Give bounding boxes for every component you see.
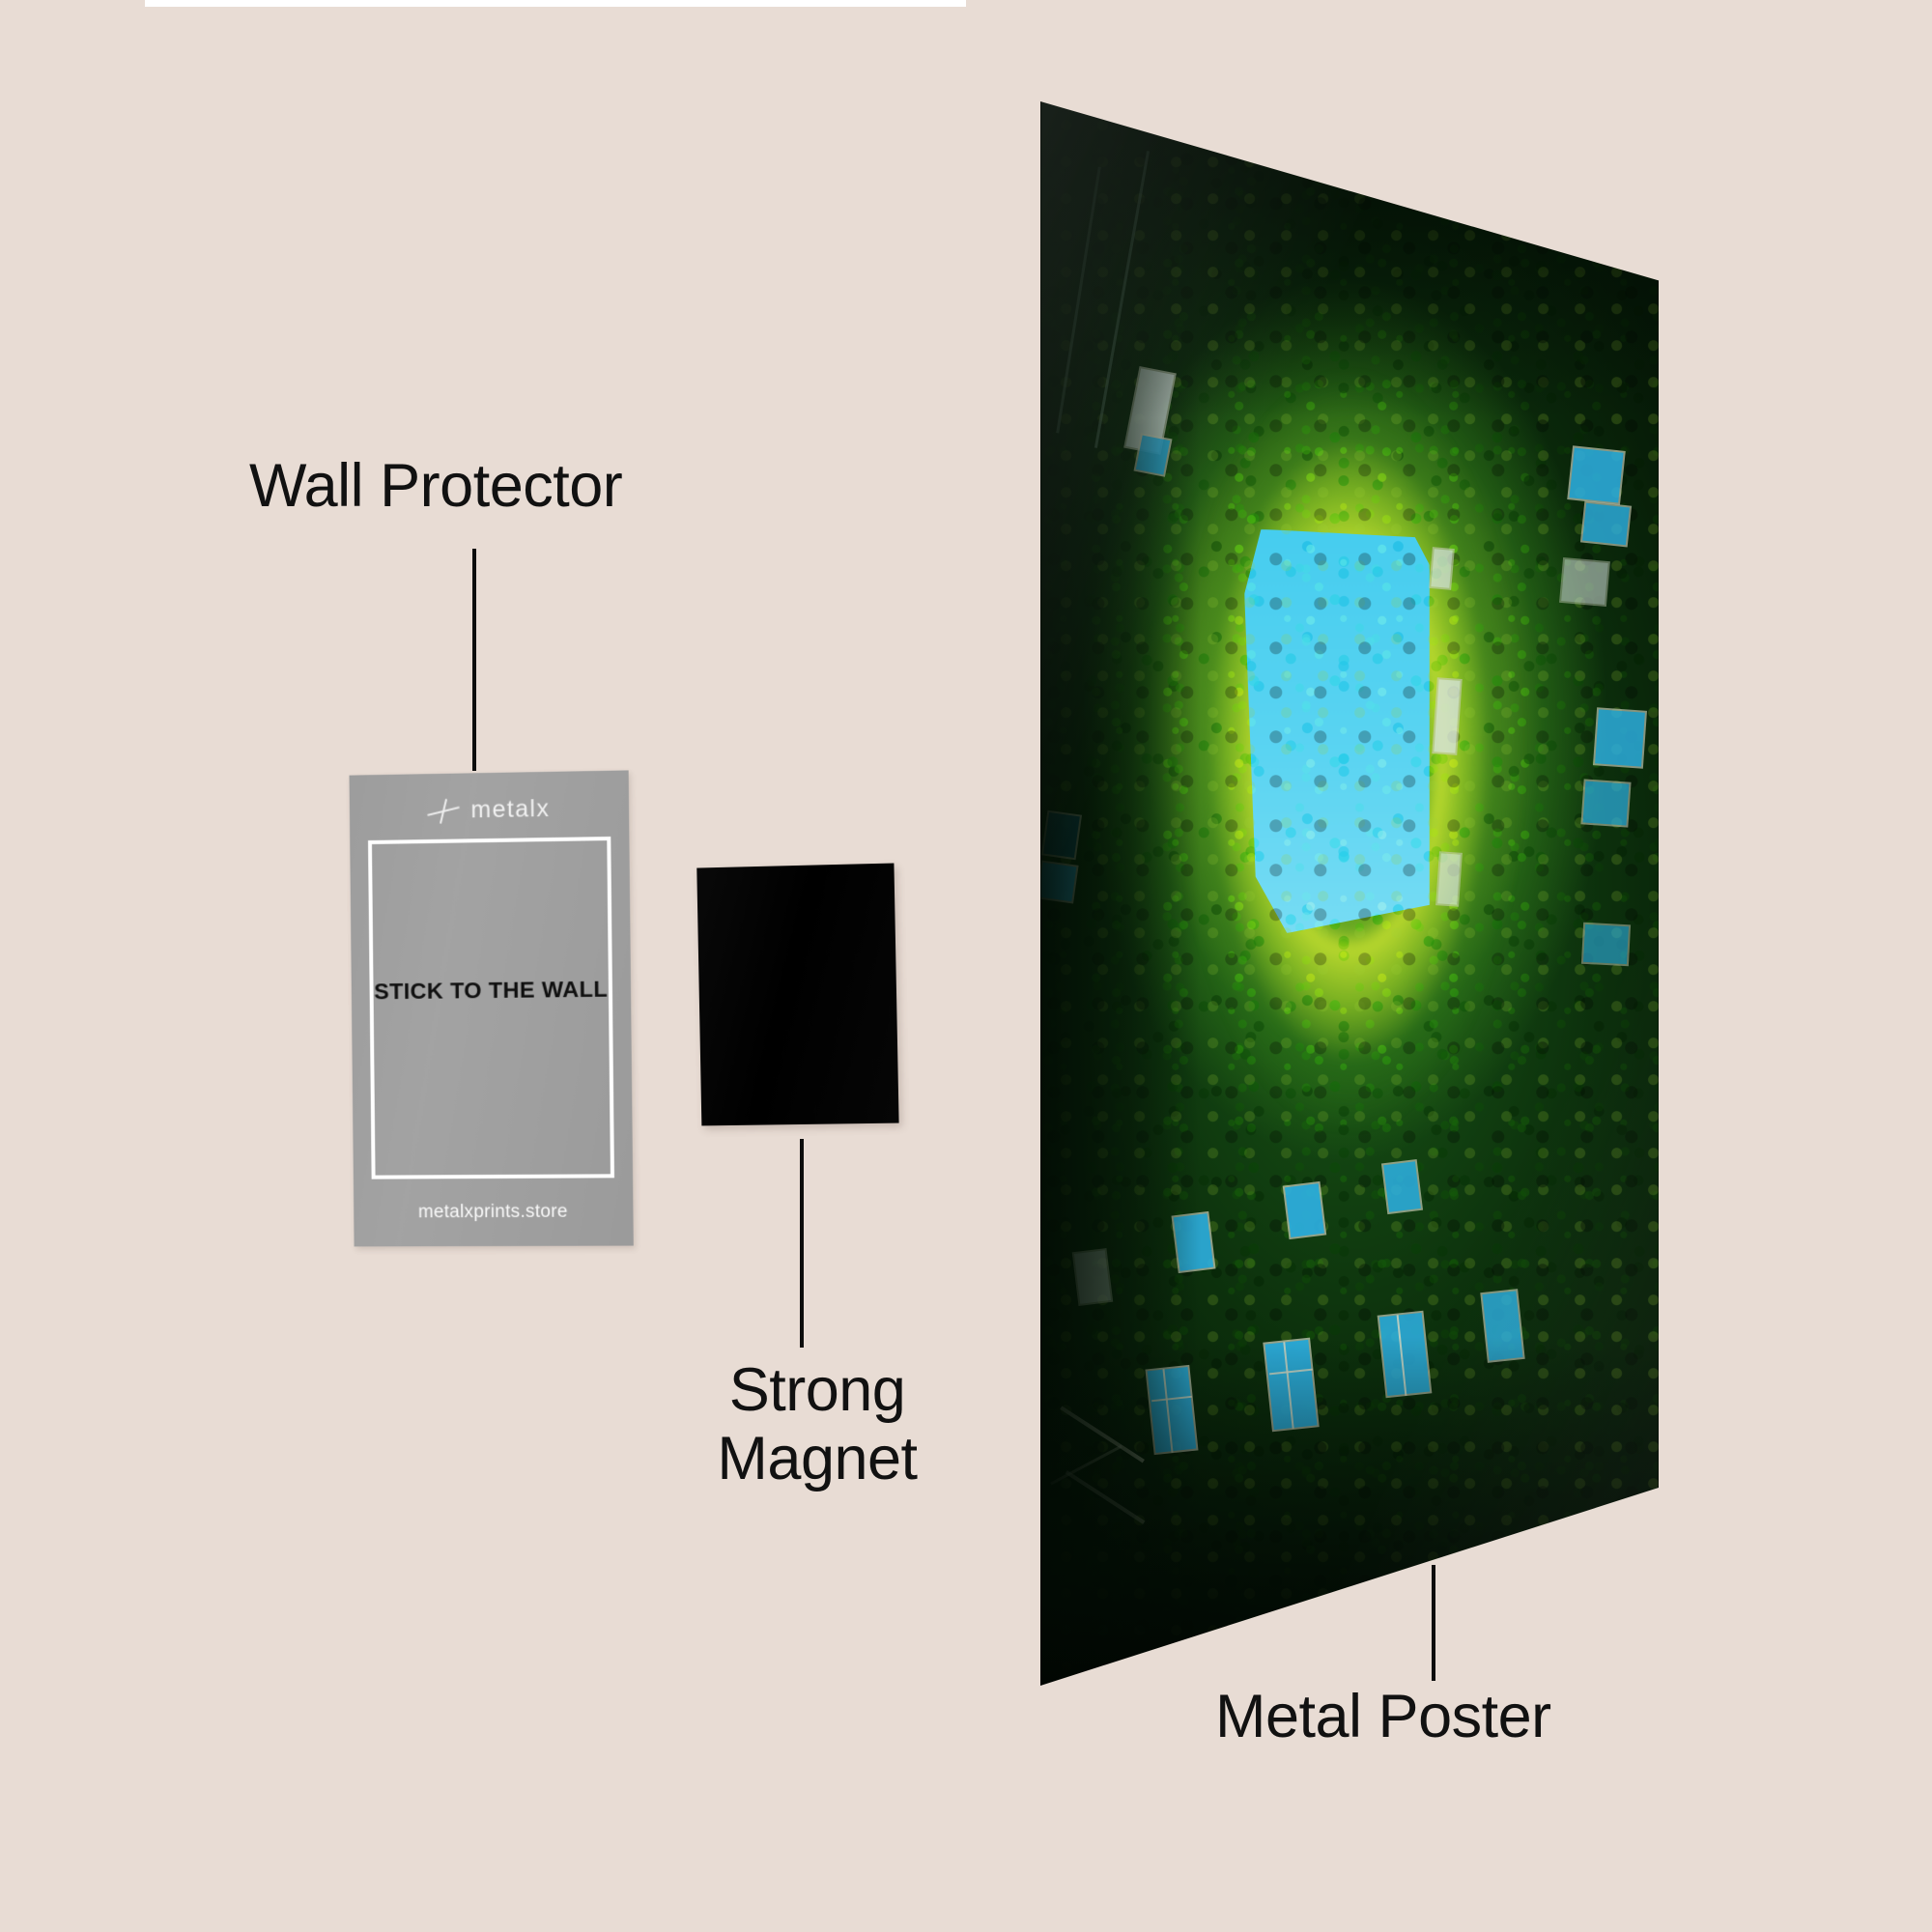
metal-poster-artwork [1040, 101, 1659, 1686]
window-pane [1582, 503, 1630, 546]
metal-poster-product[interactable] [1040, 101, 1659, 1686]
callout-label-wall-protector: Wall Protector [249, 452, 622, 521]
brand-name: metalx [470, 795, 550, 824]
callout-label-metal-poster: Metal Poster [1215, 1683, 1551, 1751]
leader-line-metal-poster [1432, 1565, 1435, 1681]
wall-protector-cta-text: STICK TO THE WALL [352, 976, 631, 1005]
strong-magnet-plate [696, 864, 898, 1126]
wall-protector-product[interactable]: metalx STICK TO THE WALL metalxprints.st… [349, 770, 633, 1246]
bottom-shadow-gradient [1040, 1337, 1659, 1686]
wall-protector-brand-lockup: metalx [350, 794, 629, 827]
strong-magnet-product[interactable] [696, 864, 898, 1126]
leader-line-wall-protector [472, 549, 476, 771]
leader-line-strong-magnet [800, 1139, 804, 1348]
top-white-strip [145, 0, 966, 7]
callout-label-strong-magnet: Strong Magnet [692, 1356, 943, 1492]
window-pane [1285, 1183, 1324, 1237]
window-pane [1595, 710, 1645, 767]
window-pane [1570, 447, 1624, 503]
window-pane [1432, 549, 1454, 588]
top-shadow-gradient [1040, 101, 1659, 418]
window-pane [1561, 559, 1607, 604]
metalx-cross-icon [427, 798, 460, 824]
window-pane [1583, 781, 1630, 826]
wall-protector-sheet: metalx STICK TO THE WALL metalxprints.st… [349, 770, 633, 1246]
window-pane [1437, 853, 1461, 905]
window-pane [1384, 1161, 1422, 1212]
wall-protector-website: metalxprints.store [354, 1201, 633, 1223]
window-pane [1583, 924, 1629, 965]
window-pane [1434, 679, 1460, 753]
wall-protector-inner-frame [368, 837, 614, 1179]
